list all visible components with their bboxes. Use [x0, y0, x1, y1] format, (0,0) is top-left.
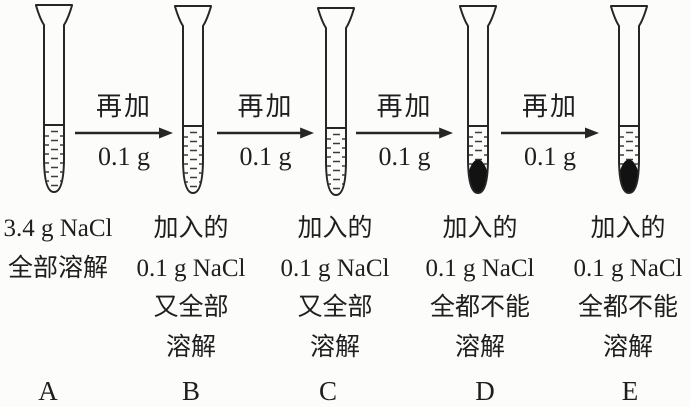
- caption-line: 加入的: [297, 215, 373, 242]
- test-tube-a-icon: [35, 4, 73, 194]
- test-tube-d-icon: [459, 5, 497, 195]
- caption-tube-e: 加入的 0.1 g NaCl 全都不能 溶解: [558, 209, 690, 367]
- caption-line: 又全部: [297, 294, 373, 321]
- add-step-2: 再加 0.1 g: [217, 92, 314, 182]
- caption-line: 0.1 g NaCl: [425, 254, 535, 282]
- caption-line: 溶解: [309, 333, 360, 361]
- add-step-3-amount: 0.1 g: [378, 142, 431, 171]
- tube-label-a: A: [38, 376, 58, 406]
- caption-line: 全都不能: [429, 294, 530, 321]
- caption-line: 3.4 g NaCl: [3, 215, 113, 242]
- caption-line: 又全部: [153, 294, 229, 321]
- right-arrow-icon: [356, 127, 453, 139]
- add-step-1-amount: 0.1 g: [98, 142, 150, 171]
- caption-line: 全部溶解: [7, 254, 108, 282]
- test-tube-b-icon: [174, 5, 212, 195]
- add-step-4: 再加 0.1 g: [501, 92, 599, 182]
- right-arrow-icon: [501, 127, 599, 139]
- caption-line: 溶解: [602, 333, 653, 361]
- add-step-4-amount: 0.1 g: [524, 142, 576, 171]
- add-step-3: 再加 0.1 g: [356, 92, 453, 182]
- caption-line: 全都不能: [577, 294, 678, 321]
- caption-line: 0.1 g NaCl: [280, 254, 390, 282]
- caption-line: 溶解: [165, 333, 216, 361]
- caption-tube-a: 3.4 g NaCl 全部溶解: [0, 209, 128, 288]
- test-tube-e-icon: [610, 5, 648, 195]
- add-step-2-label: 再加: [237, 92, 294, 121]
- add-step-3-label: 再加: [376, 92, 433, 121]
- test-tube-c-icon: [317, 7, 355, 197]
- add-step-4-label: 再加: [521, 92, 578, 121]
- tube-label-d: D: [475, 376, 495, 406]
- caption-tube-b: 加入的 0.1 g NaCl 又全部 溶解: [121, 209, 261, 367]
- right-arrow-icon: [217, 127, 314, 139]
- add-step-1: 再加 0.1 g: [75, 92, 173, 182]
- tube-label-e: E: [621, 376, 639, 406]
- caption-line: 0.1 g NaCl: [573, 254, 683, 282]
- add-step-1-label: 再加: [95, 92, 152, 121]
- caption-tube-d: 加入的 0.1 g NaCl 全都不能 溶解: [410, 209, 550, 367]
- caption-tube-c: 加入的 0.1 g NaCl 又全部 溶解: [265, 209, 405, 367]
- caption-line: 0.1 g NaCl: [136, 254, 246, 282]
- caption-line: 溶解: [454, 333, 505, 361]
- add-step-2-amount: 0.1 g: [239, 142, 292, 171]
- tube-label-b: B: [181, 376, 200, 406]
- tube-label-c: C: [318, 376, 337, 406]
- right-arrow-icon: [75, 127, 173, 139]
- caption-line: 加入的: [442, 215, 518, 242]
- caption-line: 加入的: [153, 215, 229, 242]
- caption-line: 加入的: [590, 215, 666, 242]
